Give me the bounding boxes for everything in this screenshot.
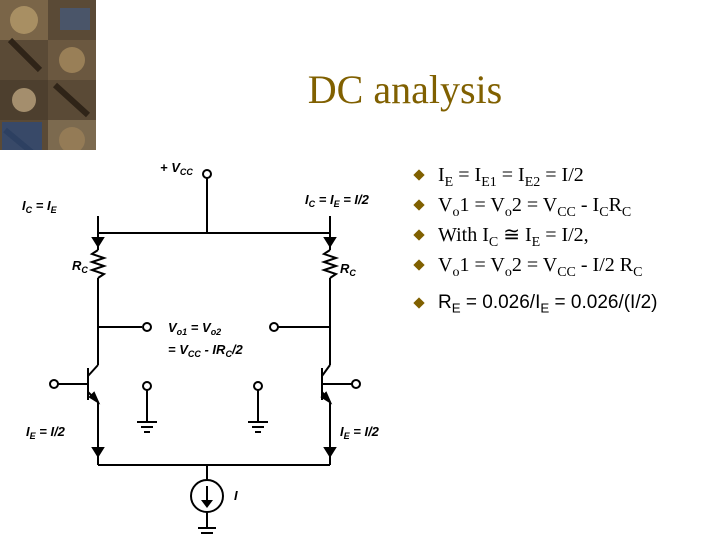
vout-label: Vo1 = Vo2 (168, 320, 221, 337)
diamond-bullet-icon (413, 259, 425, 271)
differential-amplifier-circuit: + VCC IC = IE IC = IE = I/2 RC RC Vo1 = … (0, 150, 410, 540)
right-current-label: IC = IE = I/2 (305, 192, 370, 209)
bullet-list: IE = IE1 = IE2 = I/2 Vo1 = Vo2 = VCC - I… (413, 160, 714, 318)
left-current-label: IC = IE (22, 198, 58, 215)
bullet-with-ic: With IC ≅ IE = I/2, (413, 220, 714, 250)
rc-right-label: RC (340, 261, 356, 278)
current-source-label: I (234, 488, 238, 503)
ie-left-label: IE = I/2 (26, 424, 66, 441)
ie-right-label: IE = I/2 (340, 424, 380, 441)
slide-title: DC analysis (307, 67, 503, 112)
diamond-bullet-icon (413, 229, 425, 241)
bullet-re: RE = 0.026/IE = 0.026/(I/2) (413, 288, 714, 318)
vout-expression: = VCC - IRC/2 (168, 342, 244, 359)
diamond-bullet-icon (413, 199, 425, 211)
bullet-ie: IE = IE1 = IE2 = I/2 (413, 160, 714, 190)
bullet-vo-formula: Vo1 = Vo2 = VCC - ICRC (413, 190, 714, 220)
supply-label: + VCC (160, 160, 193, 177)
bullet-vo-result: Vo1 = Vo2 = VCC - I/2 RC (413, 250, 714, 280)
rc-left-label: RC (72, 258, 88, 275)
diamond-bullet-icon (413, 169, 425, 181)
diamond-bullet-icon (413, 297, 425, 309)
